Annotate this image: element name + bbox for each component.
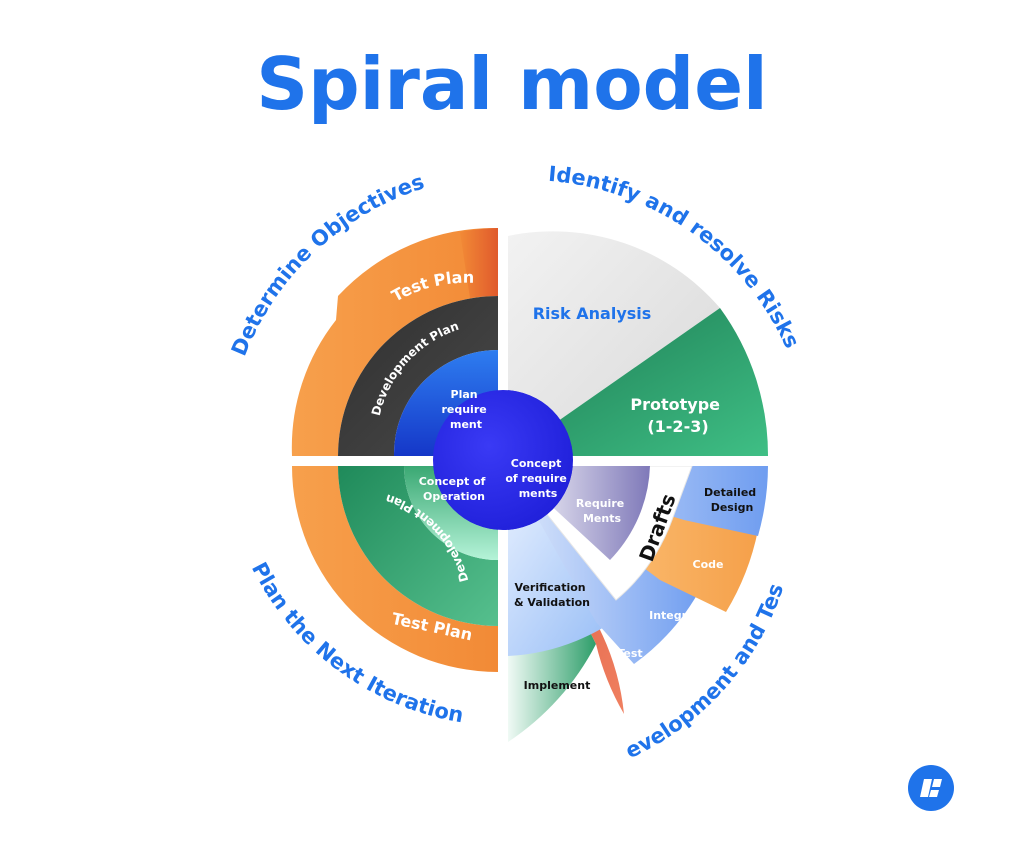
implement-label: Implement xyxy=(524,679,591,692)
plan-requirement-label: Plan require ment xyxy=(441,388,490,431)
development-plan-bottom-arc xyxy=(338,466,498,626)
risk-analysis-wedge xyxy=(508,231,720,456)
development-plan-top-arc xyxy=(338,296,498,456)
test-plan-bottom-arc xyxy=(292,466,498,672)
concept-of-operation-label: Concept of Operation xyxy=(419,475,490,503)
integration-label: Integration xyxy=(649,609,719,622)
concept-of-requirements-label: Concept of require ments xyxy=(505,457,570,500)
prototype-wedge xyxy=(508,308,769,456)
risk-analysis-label: Risk Analysis xyxy=(533,304,652,323)
code-label: Code xyxy=(693,558,724,571)
test-plan-top-tip xyxy=(460,228,498,298)
require-ments-label: Require Ments xyxy=(576,497,628,525)
test-plan-top-arc xyxy=(291,227,498,456)
verification-validation-label: Verification & Validation xyxy=(514,581,590,609)
page-title: Spiral model xyxy=(256,42,768,126)
test-label: Test xyxy=(617,647,642,660)
prototype-label: Prototype (1-2-3) xyxy=(630,395,725,436)
test-wedge xyxy=(508,466,624,714)
detailed-design-label: Detailed Design xyxy=(704,486,760,514)
company-logo-icon xyxy=(908,765,954,811)
